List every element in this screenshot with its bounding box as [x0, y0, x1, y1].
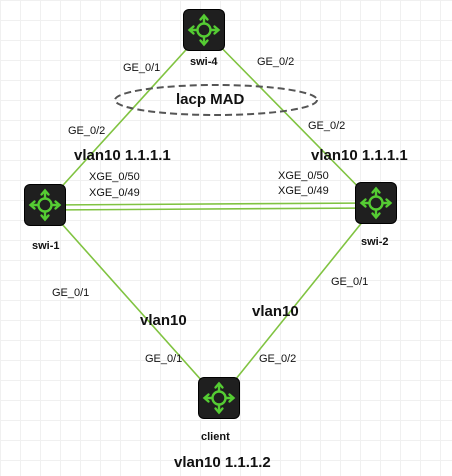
link-swi1-swi2-xge50[interactable] [44, 202, 377, 206]
vlan-label-swi1: vlan10 1.1.1.1 [74, 147, 171, 164]
lacp-mad-label: lacp MAD [176, 91, 245, 108]
link-swi1-swi2-xge49[interactable] [44, 207, 377, 211]
router-icon [187, 13, 221, 47]
vlan-label-right-link: vlan10 [252, 303, 299, 320]
lacp-mad-ellipse [114, 84, 318, 116]
router-icon [28, 188, 62, 222]
node-client[interactable] [199, 378, 239, 418]
port-label-swi1-xge050: XGE_0/50 [89, 171, 140, 183]
link-swi1-client[interactable] [44, 204, 220, 401]
link-swi4-swi2[interactable] [203, 29, 377, 206]
port-label-client-ge02: GE_0/2 [259, 353, 297, 365]
node-label-client: client [201, 431, 230, 443]
vlan-label-client: vlan10 1.1.1.2 [174, 454, 271, 471]
node-swi2[interactable] [356, 183, 396, 223]
port-label-swi1-ge02: GE_0/2 [68, 125, 106, 137]
node-label-swi2: swi-2 [361, 236, 389, 248]
port-label-client-ge01: GE_0/1 [145, 353, 183, 365]
node-label-swi1: swi-1 [32, 240, 60, 252]
vlan-label-swi2: vlan10 1.1.1.1 [311, 147, 408, 164]
port-label-swi4-ge01: GE_0/1 [123, 62, 161, 74]
port-label-swi1-ge01: GE_0/1 [52, 287, 90, 299]
port-label-swi2-xge050: XGE_0/50 [278, 170, 329, 182]
node-swi1[interactable] [25, 185, 65, 225]
port-label-swi2-ge01: GE_0/1 [331, 276, 369, 288]
link-swi2-client[interactable] [218, 204, 377, 401]
node-label-swi4: swi-4 [190, 56, 218, 68]
port-label-swi2-xge049: XGE_0/49 [278, 185, 329, 197]
vlan-label-left-link: vlan10 [140, 312, 187, 329]
port-label-swi2-ge02: GE_0/2 [308, 120, 346, 132]
link-swi4-swi1[interactable] [44, 29, 205, 206]
router-icon [202, 381, 236, 415]
router-icon [359, 186, 393, 220]
port-label-swi4-ge02: GE_0/2 [257, 56, 295, 68]
node-swi4[interactable] [184, 10, 224, 50]
port-label-swi1-xge049: XGE_0/49 [89, 187, 140, 199]
